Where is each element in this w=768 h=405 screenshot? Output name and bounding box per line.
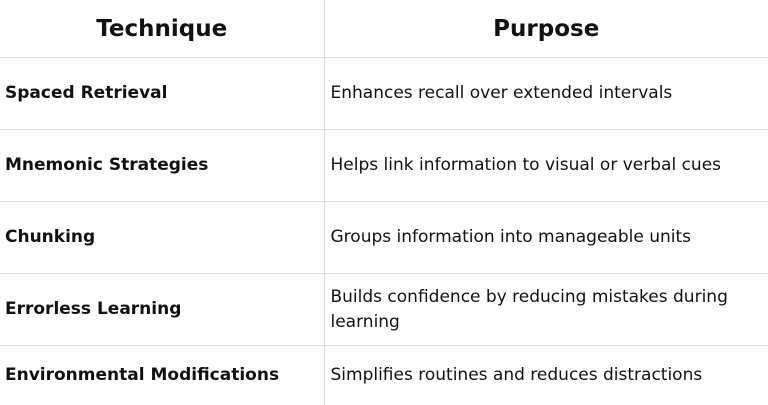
table-row: Chunking Groups information into managea… <box>0 202 768 274</box>
header-purpose: Purpose <box>324 0 768 58</box>
purpose-cell: Enhances recall over extended intervals <box>324 58 768 130</box>
table-row: Errorless Learning Builds confidence by … <box>0 274 768 346</box>
purpose-cell: Simplifies routines and reduces distract… <box>324 346 768 405</box>
purpose-cell: Helps link information to visual or verb… <box>324 130 768 202</box>
table-row: Spaced Retrieval Enhances recall over ex… <box>0 58 768 130</box>
table-row: Environmental Modifications Simplifies r… <box>0 346 768 405</box>
technique-cell: Environmental Modifications <box>0 346 324 405</box>
technique-cell: Mnemonic Strategies <box>0 130 324 202</box>
header-row: Technique Purpose <box>0 0 768 58</box>
technique-cell: Chunking <box>0 202 324 274</box>
technique-cell: Spaced Retrieval <box>0 58 324 130</box>
table-row: Mnemonic Strategies Helps link informati… <box>0 130 768 202</box>
header-technique: Technique <box>0 0 324 58</box>
purpose-cell: Builds confidence by reducing mistakes d… <box>324 274 768 346</box>
technique-cell: Errorless Learning <box>0 274 324 346</box>
purpose-cell: Groups information into manageable units <box>324 202 768 274</box>
